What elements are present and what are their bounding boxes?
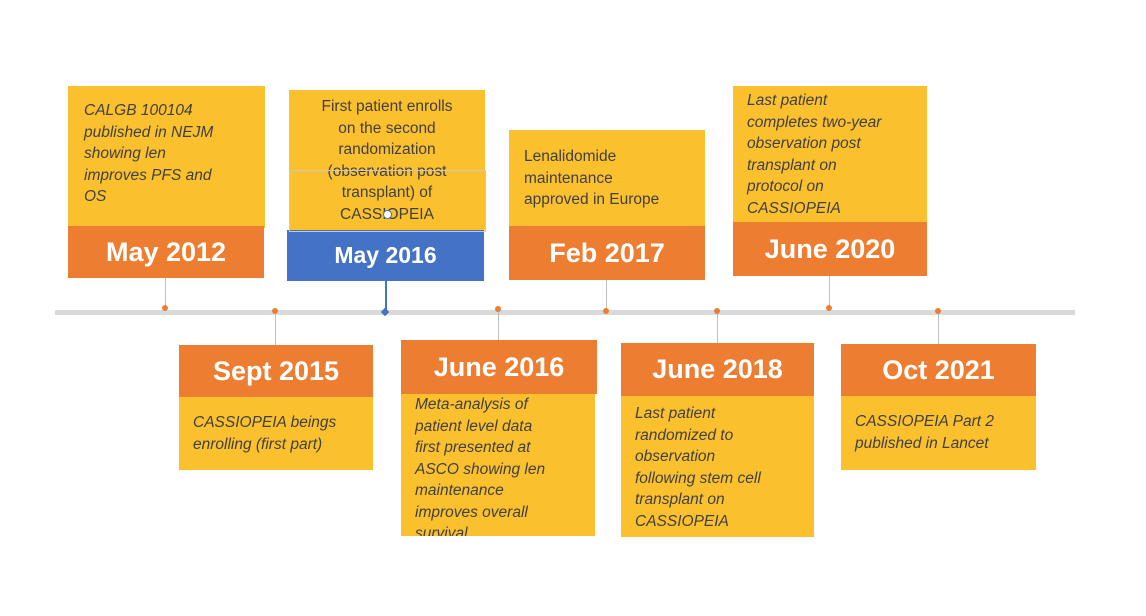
- event-description-may-2012: CALGB 100104 published in NEJM showing l…: [68, 86, 265, 228]
- event-description-may-2016[interactable]: First patient enrolls on the second rand…: [289, 90, 485, 230]
- event-description-feb-2017: Lenalidomide maintenance approved in Eur…: [509, 130, 705, 228]
- selection-handle[interactable]: [383, 210, 392, 219]
- event-description-june-2020: Last patient completes two-year observat…: [733, 86, 927, 226]
- event-description-oct-2021: CASSIOPEIA Part 2 published in Lancet: [841, 396, 1036, 470]
- connector-june-2020: [829, 276, 830, 308]
- timeline-marker-june-2016: [495, 306, 501, 312]
- timeline-marker-feb-2017: [603, 308, 609, 314]
- connector-june-2018: [717, 313, 718, 343]
- timeline-marker-oct-2021: [935, 308, 941, 314]
- event-date-sept-2015: Sept 2015: [179, 345, 373, 397]
- connector-may-2012: [165, 278, 166, 310]
- connector-oct-2021: [938, 313, 939, 344]
- connector-sept-2015: [275, 315, 276, 345]
- event-description-sept-2015: CASSIOPEIA beings enrolling (first part): [179, 397, 373, 470]
- timeline-marker-june-2018: [714, 308, 720, 314]
- connector-feb-2017: [606, 280, 607, 310]
- event-date-may-2012: May 2012: [68, 226, 264, 278]
- event-date-oct-2021: Oct 2021: [841, 344, 1036, 396]
- event-date-june-2018: June 2018: [621, 343, 814, 396]
- event-description-june-2016: Meta-analysis of patient level data firs…: [401, 394, 595, 536]
- event-date-feb-2017: Feb 2017: [509, 226, 705, 280]
- connector-may-2016: [385, 281, 387, 313]
- timeline-marker-may-2012: [162, 305, 168, 311]
- connector-june-2016: [498, 312, 499, 340]
- timeline-marker-june-2020: [826, 305, 832, 311]
- event-date-may-2016: May 2016: [287, 230, 484, 281]
- event-date-june-2016: June 2016: [401, 340, 597, 394]
- event-description-june-2018: Last patient randomized to observation f…: [621, 396, 814, 537]
- timeline-marker-sept-2015: [272, 308, 278, 314]
- event-date-june-2020: June 2020: [733, 222, 927, 276]
- timeline-axis: [55, 310, 1075, 315]
